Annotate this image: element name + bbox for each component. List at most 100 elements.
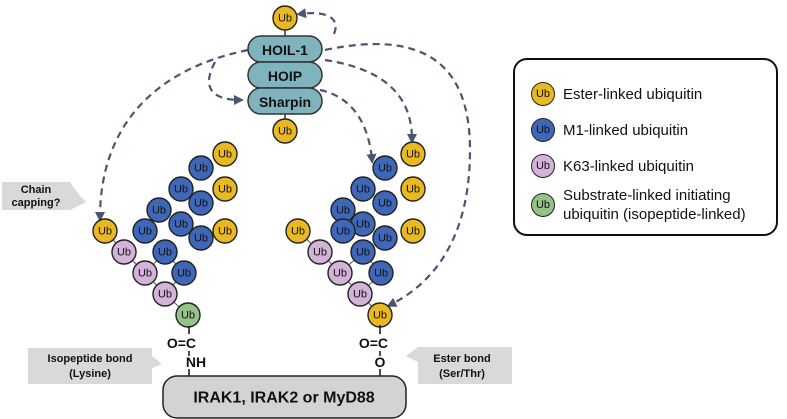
ubiquitin-ball xyxy=(188,190,214,216)
ubiquitin-label: Ub xyxy=(313,247,327,259)
ub-right-8: Ub xyxy=(400,218,426,244)
ubiquitin-ball xyxy=(188,155,214,181)
ubiquitin-label: Ub xyxy=(158,247,172,259)
ubiquitin-label: Ub xyxy=(378,163,392,175)
isopeptide-linkage: O=C NH xyxy=(167,326,206,379)
transfer-arrows xyxy=(95,8,472,307)
substrate-protein: IRAK1, IRAK2 or MyD88 xyxy=(162,375,407,419)
capping-line2: capping? xyxy=(12,197,61,209)
legend-item-k63: Ub K63-linked ubiquitin xyxy=(531,154,694,178)
ubiquitin-ball xyxy=(372,190,398,216)
ubiquitin-label: Ub xyxy=(336,226,350,238)
legend-item-ester: Ub Ester-linked ubiquitin xyxy=(531,82,702,106)
ubiquitin-ball xyxy=(272,5,298,31)
ubiquitin-label: Ub xyxy=(194,198,208,210)
legend-swatch-ester: Ub xyxy=(531,82,555,106)
isopeptide-line1: Isopeptide bond xyxy=(48,353,133,365)
ub-right-1: Ub xyxy=(400,141,426,167)
ub-left-3: Ub xyxy=(212,176,238,202)
ubiquitin-label: Ub xyxy=(278,126,292,138)
isopeptide-bond-callout: Isopeptide bond (Lysine) xyxy=(28,348,162,384)
ubiquitin-ball xyxy=(146,197,172,223)
ubiquitin-ball xyxy=(350,239,376,265)
ubiquitin-label: Ub xyxy=(291,226,305,238)
ubiquitin-label: Ub xyxy=(218,226,232,238)
ubiquitin-ball xyxy=(272,118,298,144)
ubiquitin-ball xyxy=(285,218,311,244)
lubac-complex: HOIL-1 HOIP Sharpin xyxy=(247,35,323,115)
ester-line1: Ester bond xyxy=(433,353,490,365)
ubiquitin-ball xyxy=(92,218,118,244)
ubiquitin-ball xyxy=(171,260,197,286)
right-oxygen-label: O xyxy=(375,354,386,370)
arrow-to-right-m1 xyxy=(319,88,377,164)
ubiquitin-label: Ub xyxy=(373,310,387,322)
ubiquitin-ball xyxy=(212,141,238,167)
chain-capping-callout: Chain capping? xyxy=(2,182,86,210)
ub-right-2: Ub xyxy=(372,155,398,181)
ub-right-14: Ub xyxy=(327,260,353,286)
ubiquitin-ball xyxy=(132,218,158,244)
ubiquitin-ball xyxy=(152,281,178,307)
ubiquitin-label: Ub xyxy=(356,219,370,231)
ubiquitin-label: Ub xyxy=(378,233,392,245)
legend-item-m1: Ub M1-linked ubiquitin xyxy=(531,118,688,142)
ubiquitin-ball xyxy=(212,218,238,244)
sharpin-subunit xyxy=(247,87,323,115)
ubiquitin-ball xyxy=(188,225,214,251)
ub-ligase-top: Ub xyxy=(272,5,298,31)
ubiquitin-label: Ub xyxy=(356,184,370,196)
ubiquitin-ball xyxy=(350,176,376,202)
ubiquitin-ball xyxy=(347,281,373,307)
ubiquitin-label: Ub xyxy=(356,247,370,259)
ubiquitin-ball xyxy=(327,260,353,286)
ubiquitin-label: Ub xyxy=(194,163,208,175)
ubiquitin-ball xyxy=(111,239,137,265)
ubiquitin-label: Ub xyxy=(174,184,188,196)
arrow-to-right-top xyxy=(324,58,417,144)
ester-linkage: O=C O xyxy=(359,325,388,379)
ubiquitin-label: Ub xyxy=(174,219,188,231)
ub-left-initiating: Ub xyxy=(175,302,201,328)
ester-line2: (Ser/Thr) xyxy=(439,368,485,380)
ubiquitin-ball xyxy=(307,239,333,265)
right-carbonyl-label: O=C xyxy=(359,335,388,351)
ub-left-6: Ub xyxy=(146,197,172,223)
ub-left-13: Ub xyxy=(152,239,178,265)
ub-right-ester-anchor: Ub xyxy=(367,302,393,328)
ubiquitin-label: Ub xyxy=(138,226,152,238)
legend-label-initiating: Substrate-linked initiating ubiquitin (i… xyxy=(563,187,746,223)
ubiquitin-label: Ub xyxy=(194,233,208,245)
ubiquitin-label: Ub xyxy=(406,226,420,238)
ubiquitin-ball xyxy=(400,218,426,244)
ub-right-7: Ub xyxy=(350,211,376,237)
ubiquitin-ball xyxy=(175,302,201,328)
isopeptide-line2: (Lysine) xyxy=(69,368,111,380)
ubiquitin-ball xyxy=(372,225,398,251)
ub-left-5: Ub xyxy=(188,190,214,216)
legend-label-k63: K63-linked ubiquitin xyxy=(563,157,694,175)
ub-left-2: Ub xyxy=(188,155,214,181)
ub-left-15: Ub xyxy=(171,260,197,286)
ub-left-14: Ub xyxy=(132,260,158,286)
arrow-to-top-ub xyxy=(296,8,337,35)
ub-ligase-bottom: Ub xyxy=(272,118,298,144)
ubiquitin-label: Ub xyxy=(218,184,232,196)
left-amine-label: NH xyxy=(186,354,206,370)
left-carbonyl-label: O=C xyxy=(167,335,196,351)
ubiquitin-ball xyxy=(330,218,356,244)
ub-right-3: Ub xyxy=(400,176,426,202)
ubiquitin-label: Ub xyxy=(218,149,232,161)
ub-right-10: Ub xyxy=(330,218,356,244)
ubiquitin-label: Ub xyxy=(117,247,131,259)
capping-line1: Chain xyxy=(21,184,52,196)
ubiquitin-label: Ub xyxy=(152,205,166,217)
ubiquitin-ball xyxy=(368,260,394,286)
ub-right-5: Ub xyxy=(372,190,398,216)
ubiquitin-label: Ub xyxy=(98,226,112,238)
ubiquitin-ball xyxy=(132,260,158,286)
ub-right-16: Ub xyxy=(347,281,373,307)
ub-right-11: Ub xyxy=(372,225,398,251)
